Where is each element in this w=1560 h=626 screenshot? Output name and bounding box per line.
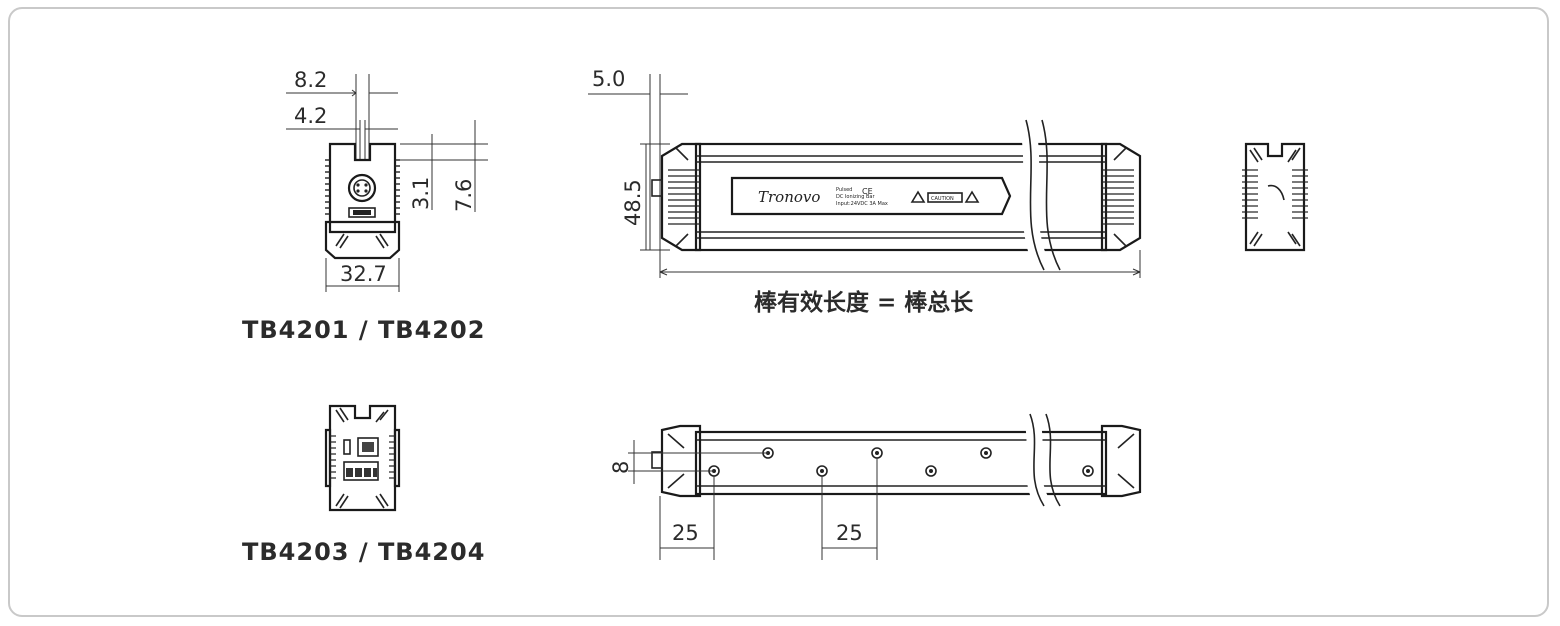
dim-48-5: 48.5 bbox=[621, 179, 645, 226]
caution-label: CAUTION bbox=[931, 196, 954, 202]
warning-icon bbox=[964, 190, 980, 203]
drawing-frame bbox=[8, 7, 1549, 617]
dim-3-1: 3.1 bbox=[409, 177, 433, 210]
caption-tb4203-tb4204: TB4203 / TB4204 bbox=[242, 538, 485, 566]
brand-logo: Tronovo bbox=[758, 188, 820, 206]
length-label: 棒有效长度 = 棒总长 bbox=[754, 289, 974, 316]
dim-4-2: 4.2 bbox=[294, 104, 327, 128]
dim-25-b: 25 bbox=[836, 521, 863, 545]
dim-7-6: 7.6 bbox=[452, 179, 476, 212]
end-view-top: 8.2 4.2 bbox=[242, 68, 488, 344]
front-view: 5.0 48.5 bbox=[588, 67, 1142, 316]
dim-32-7: 32.7 bbox=[340, 262, 387, 286]
ce-mark: CE bbox=[862, 187, 873, 196]
side-view bbox=[1242, 142, 1308, 252]
dim-8-2: 8.2 bbox=[294, 68, 327, 92]
emitter-pins bbox=[708, 447, 1094, 477]
logo-swoosh-icon bbox=[1267, 184, 1285, 201]
plate-line-3: Input:24VDC 3A Max bbox=[836, 201, 888, 207]
dim-5-0: 5.0 bbox=[592, 67, 625, 91]
plate-line-2: DC Ionizing Bar bbox=[836, 194, 875, 200]
dim-8: 8 bbox=[609, 461, 633, 474]
end-view-bottom: TB4203 / TB4204 bbox=[242, 404, 485, 566]
caption-tb4201-tb4202: TB4201 / TB4202 bbox=[242, 316, 485, 344]
plate-line-1: Pulsed bbox=[836, 187, 852, 193]
dim-25-a: 25 bbox=[672, 521, 699, 545]
bottom-view: 8 25 25 bbox=[609, 411, 1142, 560]
warning-icon bbox=[910, 190, 926, 203]
